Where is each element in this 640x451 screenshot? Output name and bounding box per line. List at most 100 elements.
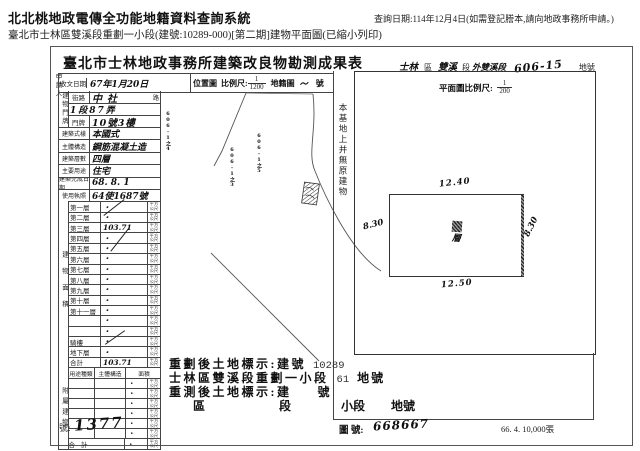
result-line-2: 士林區雙溪段重劃一小段 61 地號 [169,369,385,387]
receive-date-value: 67年1月20日 [90,79,149,90]
floor-area-group-label: 建物面積 [60,251,68,318]
receive-date-row: 收文日期 67年1月20日 [58,73,191,93]
annex-row: ・ 平方公尺 [68,398,160,409]
floor-value: 103.71 [103,357,132,367]
annex-row-value: ・ [128,409,136,419]
annex-row-unit: 平方公尺 [147,419,160,429]
annex-total-value: ・ [127,439,135,449]
plan-outline: 層 [389,194,524,277]
field-value: 鋼筋混凝土造 [92,142,147,152]
form-title: 臺北市士林地政事務所建築改良物勘測成果表 [63,57,363,72]
plan-scale-numerator: 1 [496,79,513,88]
result-line-3: 重測後土地標示:建 號 [169,383,330,401]
building-info-table: 建物門牌 街路 中社 路 1段87弄 門牌 10號3樓 [58,91,161,451]
floor-rows: 第一層 ・ 平方公尺 第二層 ・ 平方公尺 第三層 10 [68,201,160,368]
floor-value: ・ [103,285,111,295]
map-subject-parcel [301,181,320,206]
plan-hatched-edge [521,195,524,276]
floor-row: 地下層 ・ 平方公尺 [68,346,160,357]
replot-section-label: 士林區雙溪段重劃一小段 [169,371,329,385]
floor-label: 合計 [68,357,101,368]
query-date-note: 查詢日期:114年12月4日(如需登記謄本,請向地政事務所申請。) [374,14,614,24]
field-row: 建築層數 四層 [59,151,160,165]
field-row: 建築完成日期 68. 8. 1 [59,176,160,189]
blank-section-unit: 段 [279,399,292,413]
floor-unit: 平方公尺 [147,326,160,337]
floor-row: ・ 平方公尺 [68,325,160,337]
floor-row: 第三層 103.71 平方公尺 [68,222,160,233]
door-row: 門牌 10號3樓 [68,115,160,127]
floor-row: 第九層 ・ 平方公尺 [68,284,160,295]
door-value: 10號3樓 [92,117,136,128]
street-unit: 路 [152,95,159,102]
location-map-scale-fraction: 1 1200 [247,75,266,91]
floor-label: 第六層 [68,254,101,264]
blank-lot-unit: 地號 [391,399,416,413]
field-row: 建築式樣 本國式 [59,127,160,140]
stock-note: 66. 4. 10,000張 [501,424,555,434]
floor-label [68,316,101,326]
street-value: 中社 [92,93,122,104]
annex-header-row: 用途種類 主體構造 面積 [68,367,160,379]
field-row: 主體構造 鋼筋混凝土造 [59,139,160,152]
result-block-left-border [333,353,334,420]
floor-unit: 平方公尺 [147,285,160,295]
field-value: 64使1687號 [92,192,148,202]
field-label: 主體構造 [59,140,90,152]
annex-row-value: ・ [128,379,136,389]
annex-row: ・ 平方公尺 [68,408,160,419]
land-ref-lot-unit: 地號 [578,63,595,72]
address-group: 建物門牌 街路 中社 路 1段87弄 門牌 10號3樓 [59,91,160,127]
floor-label: 第十層 [68,295,101,305]
floor-value: ・ [103,306,111,316]
blank-subsection-unit: 小段 [341,399,366,413]
plan-scale-fraction: 1 200 [496,79,513,95]
land-ref-district: 士林 [399,62,419,73]
street-label: 街路 [68,91,90,103]
cadastral-map-label: 地籍圖 [270,78,295,88]
annex-row-value: ・ [128,429,136,439]
floor-label [68,326,101,337]
land-ref-section: 雙溪 [438,62,458,73]
land-ref-subsection: 外雙溪段 [472,63,507,73]
floor-row: ・ 平方公尺 [68,315,160,326]
lane-value: 1段87弄 [70,106,117,115]
field-rows: 建築式樣 本國式 主體構造 鋼筋混凝土造 建築層數 四層 主要用途 [59,127,160,202]
floor-row: 合計 103.71 平方公尺 [68,356,160,368]
plan-dim-left: 8.30 [362,217,385,233]
floor-value: ・ [103,212,111,222]
field-label: 建築層數 [59,152,90,165]
floor-unit: 平方公尺 [147,347,160,357]
floor-unit: 平方公尺 [147,305,160,316]
floor-label: 第一層 [68,202,101,212]
floor-label: 騎樓 [68,337,101,347]
field-value: 本國式 [92,130,120,140]
resurvey-label: 重測後土地標示:建 [169,385,292,399]
floor-value: ・ [103,295,111,305]
floor-value: ・ [103,243,111,253]
location-map-scale-row: 位置圖 比例尺: 1 1200 地籍圖 〜 號 [189,73,334,93]
floor-row: 第一層 ・ 平方公尺 [68,201,160,212]
map-lot-label: 606-1之5 [256,133,262,174]
map-boundary-diagonal [210,252,320,362]
floor-unit: 平方公尺 [147,295,160,305]
scanned-form: 臺北市士林地政事務所建築改良物勘測成果表 士林 區 雙溪 段 外雙溪段 606-… [50,46,633,451]
address-group-label-col: 建物門牌 [59,91,69,127]
resurvey-number-unit: 號 [317,385,330,399]
floor-label: 地下層 [68,347,101,357]
floor-value: ・ [103,316,111,326]
annex-row: ・ 平方公尺 [68,418,160,429]
cadastral-sheet-scribble: 〜 [298,78,309,91]
floor-unit: 平方公尺 [147,243,160,254]
building-number-value: 1377 [73,413,125,435]
floor-unit: 平方公尺 [147,212,160,223]
site-note: 本基地上并無原建物 [338,103,348,198]
floor-row: 第五層 ・ 平方公尺 [68,242,160,254]
floor-label: 第十一層 [68,305,101,316]
annex-row-value: ・ [128,419,136,429]
floor-label: 第二層 [68,212,101,223]
floor-label: 第三層 [68,223,101,233]
map-boundary-line [213,92,247,167]
sheet-number-value: 668667 [372,416,430,434]
